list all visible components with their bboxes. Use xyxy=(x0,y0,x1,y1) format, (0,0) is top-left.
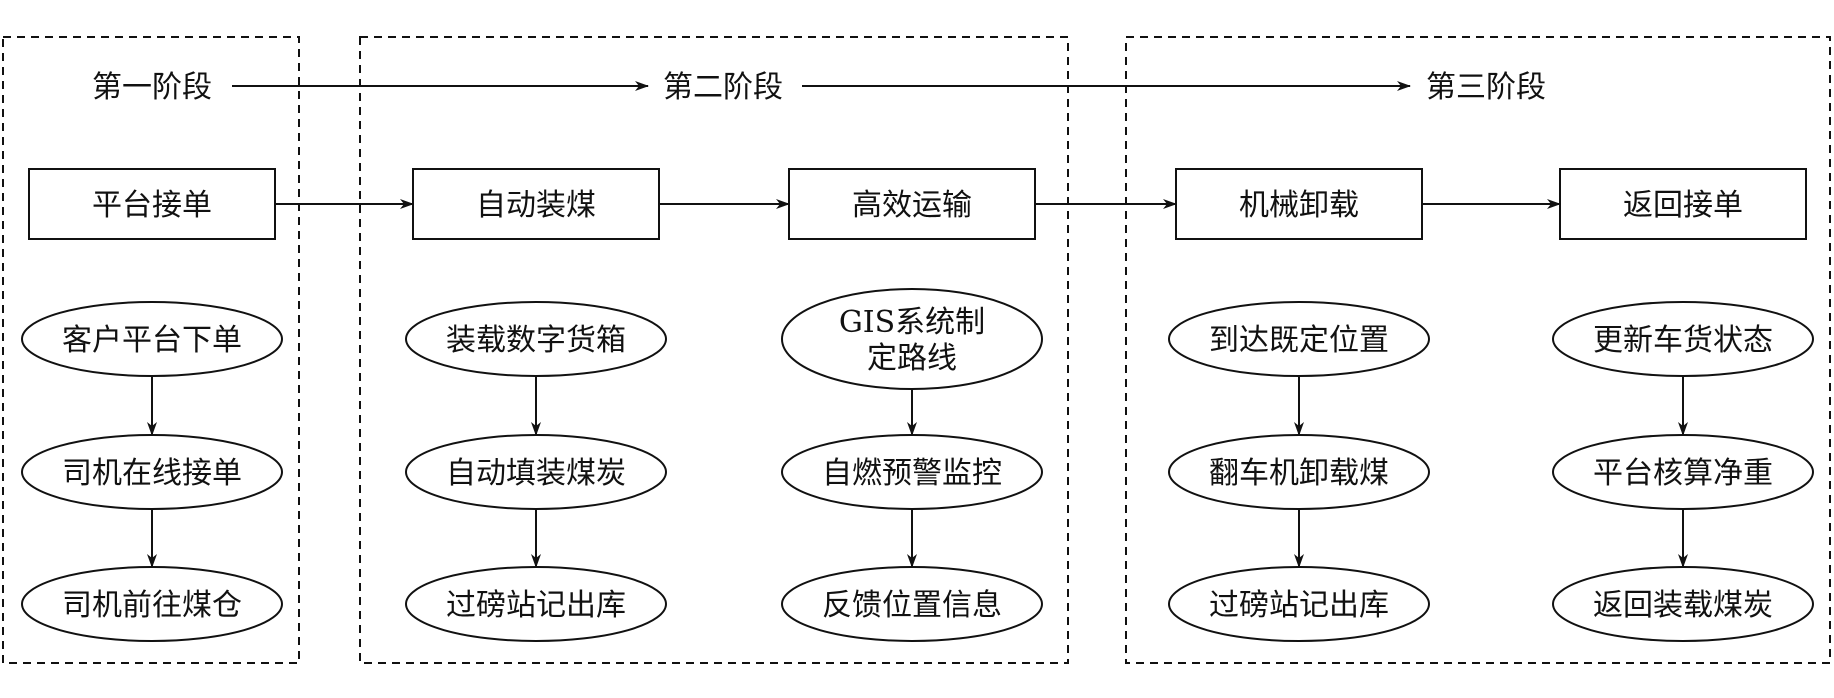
task-ovals: 客户平台下单司机在线接单司机前往煤仓装载数字货箱自动填装煤炭过磅站记出库GIS系… xyxy=(21,288,1814,642)
task-label-1-1: 客户平台下单 xyxy=(62,323,242,358)
task-label-3-3: 反馈位置信息 xyxy=(822,588,1002,623)
stage-2-frame xyxy=(359,36,1069,664)
task-label-1-2: 司机在线接单 xyxy=(62,456,242,491)
task-label-1-3: 司机前往煤仓 xyxy=(62,588,242,623)
task-label-5-2: 平台核算净重 xyxy=(1593,456,1773,491)
task-label-5-1: 更新车货状态 xyxy=(1593,323,1773,358)
step-box-5 xyxy=(1559,168,1807,240)
stage-1-title: 第一阶段 xyxy=(92,70,212,105)
step-label-3: 高效运输 xyxy=(852,188,972,223)
step-box-3 xyxy=(788,168,1036,240)
task-oval-1-3 xyxy=(21,566,283,642)
stage-2-title: 第二阶段 xyxy=(663,70,783,105)
task-label-4-1: 到达既定位置 xyxy=(1209,323,1389,358)
task-label-3-1-line-2: 定路线 xyxy=(867,341,957,376)
task-oval-5-3 xyxy=(1552,566,1814,642)
task-label-5-3: 返回装载煤炭 xyxy=(1593,588,1773,623)
task-oval-4-3 xyxy=(1168,566,1430,642)
step-label-4: 机械卸载 xyxy=(1239,188,1359,223)
task-oval-2-3 xyxy=(405,566,667,642)
stage-3title: 第三阶段 xyxy=(1426,70,1546,105)
step-label-2: 自动装煤 xyxy=(476,188,596,223)
task-oval-3-3 xyxy=(781,566,1043,642)
stage-1-frame xyxy=(2,36,300,664)
task-label-4-3: 过磅站记出库 xyxy=(1209,588,1389,623)
task-label-2-2: 自动填装煤炭 xyxy=(446,456,626,491)
task-label-3-1-line-1: GIS系统制 xyxy=(839,305,985,340)
step-box-1 xyxy=(28,168,276,240)
task-label-2-3: 过磅站记出库 xyxy=(446,588,626,623)
task-label-2-1: 装载数字货箱 xyxy=(446,323,626,358)
step-label-5: 返回接单 xyxy=(1623,188,1743,223)
task-label-4-2: 翻车机卸载煤 xyxy=(1209,456,1389,491)
stage-3-frame xyxy=(1125,36,1831,664)
step-label-1: 平台接单 xyxy=(92,188,212,223)
task-label-3-2: 自燃预警监控 xyxy=(822,456,1002,491)
